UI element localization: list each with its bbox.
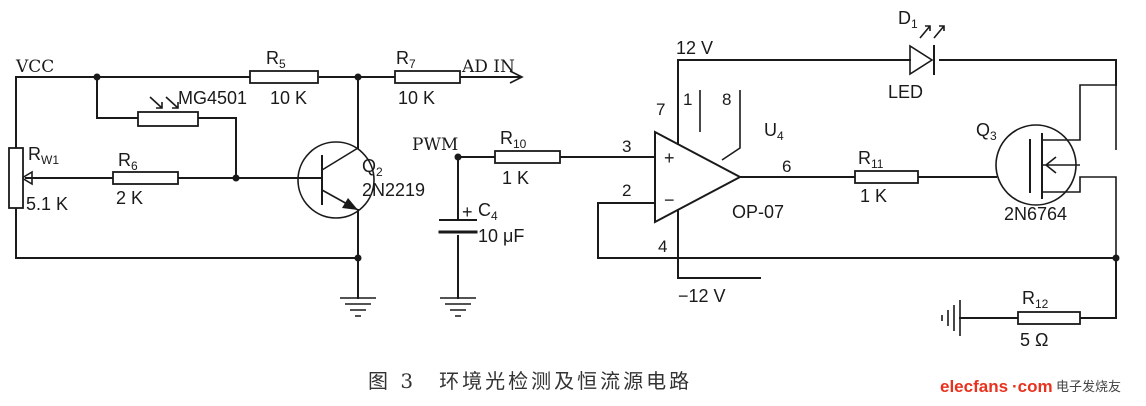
pin1-label: 1 <box>683 90 692 109</box>
ground-symbol-q2 <box>340 297 376 317</box>
mg4501-label: MG4501 <box>178 88 247 108</box>
watermark-suffix: ·com <box>1012 377 1053 396</box>
ground-symbol-r12 <box>941 300 961 336</box>
light-arrow-1 <box>149 96 163 109</box>
watermark-brand: elecfans <box>940 377 1008 396</box>
q2-label: Q2 <box>362 156 383 179</box>
figure-caption: 图 3 环境光检测及恒流源电路 <box>368 369 692 393</box>
r12-wire <box>959 257 1117 319</box>
led-arrow-1 <box>919 25 931 39</box>
feedback-wire <box>597 202 1117 259</box>
junction-dot <box>232 174 240 182</box>
q2-transistor-body <box>297 141 375 219</box>
rw1-value: 5.1 K <box>26 194 68 214</box>
plus12v-label: 12 V <box>676 38 713 58</box>
ad-in-label: AD IN <box>461 57 515 77</box>
wiper-arrow <box>20 170 33 186</box>
pwm-label: PWM <box>412 135 458 155</box>
pin3-label: 3 <box>622 137 631 156</box>
mg-branch <box>96 76 237 179</box>
q3-drain <box>1042 84 1117 150</box>
pin4-label: 4 <box>658 237 667 256</box>
junction-dot <box>93 73 101 81</box>
q3-source <box>1042 176 1117 258</box>
pin8-line <box>721 90 741 161</box>
rw1-potentiometer <box>8 147 24 209</box>
pin7-supply-wire <box>677 59 1117 145</box>
r10-value: 1 K <box>502 168 529 188</box>
r10-resistor <box>494 150 561 164</box>
mg4501-photoresistor <box>137 111 199 127</box>
r7-resistor <box>394 70 461 84</box>
pin6-label: 6 <box>782 157 791 176</box>
c4-plus-sign: + <box>462 202 473 222</box>
rw1-label: RW1 <box>28 144 59 167</box>
light-sensor-section: VCC R5 10 K R7 10 K AD IN MG4501 RW1 5.1… <box>8 48 524 317</box>
opamp-minus-input: − <box>664 190 675 210</box>
r11-resistor <box>854 170 919 184</box>
led-d1-symbol <box>909 44 934 76</box>
junction-dot <box>1112 254 1120 262</box>
r5-value: 10 K <box>270 88 307 108</box>
r5-resistor <box>249 70 319 84</box>
r11-label: R11 <box>858 148 884 171</box>
led-arrow-2 <box>933 25 945 39</box>
q2-emitter-arrow <box>342 198 358 210</box>
r10-label: R10 <box>500 128 527 151</box>
led-label: LED <box>888 82 923 102</box>
junction-dot <box>454 153 462 161</box>
pin4-supply-wire <box>677 209 761 279</box>
ad-in-arrow <box>509 70 524 84</box>
q2-collector-leg <box>321 147 359 171</box>
r7-value: 10 K <box>398 88 435 108</box>
opamp-u4-body <box>654 130 743 224</box>
r11-value: 1 K <box>860 186 887 206</box>
c4-value: 10 μF <box>478 226 524 246</box>
r12-resistor <box>1017 311 1081 325</box>
r6-value: 2 K <box>116 188 143 208</box>
d1-label: D1 <box>898 8 918 31</box>
pin2-label: 2 <box>622 181 631 200</box>
junction-dot <box>354 254 362 262</box>
watermark-cn: 电子发烧友 <box>1056 379 1121 395</box>
r6-resistor <box>112 171 179 185</box>
pin8-label: 8 <box>722 90 731 109</box>
vcc-label: VCC <box>15 57 54 77</box>
r12-value: 5 Ω <box>1020 330 1048 350</box>
q3-part: 2N6764 <box>1004 204 1067 224</box>
pin7-label: 7 <box>656 100 665 119</box>
watermark-logo: elecfans ·com 电子发烧友 <box>940 377 1121 396</box>
minus12v-label: −12 V <box>678 286 726 306</box>
opamp-plus-input: + <box>664 148 675 168</box>
r6-label: R6 <box>118 150 138 173</box>
q3-body-arrow <box>1042 156 1080 174</box>
opamp-part-label: OP-07 <box>732 202 784 222</box>
pwm-filter-section: PWM R10 1 K + C4 10 μF <box>412 128 656 317</box>
junction-dot <box>354 73 362 81</box>
r7-label: R7 <box>396 48 416 71</box>
constant-current-section: + − 12 V −12 V 3 2 4 7 <box>597 8 1120 350</box>
light-arrow-2 <box>165 96 179 109</box>
r5-label: R5 <box>266 48 286 71</box>
q2-part: 2N2219 <box>362 180 425 200</box>
u4-label: U4 <box>764 120 784 143</box>
ground-symbol-c4 <box>440 297 476 317</box>
c4-label: C4 <box>478 200 498 223</box>
q3-label: Q3 <box>976 120 997 143</box>
r12-label: R12 <box>1022 288 1049 311</box>
